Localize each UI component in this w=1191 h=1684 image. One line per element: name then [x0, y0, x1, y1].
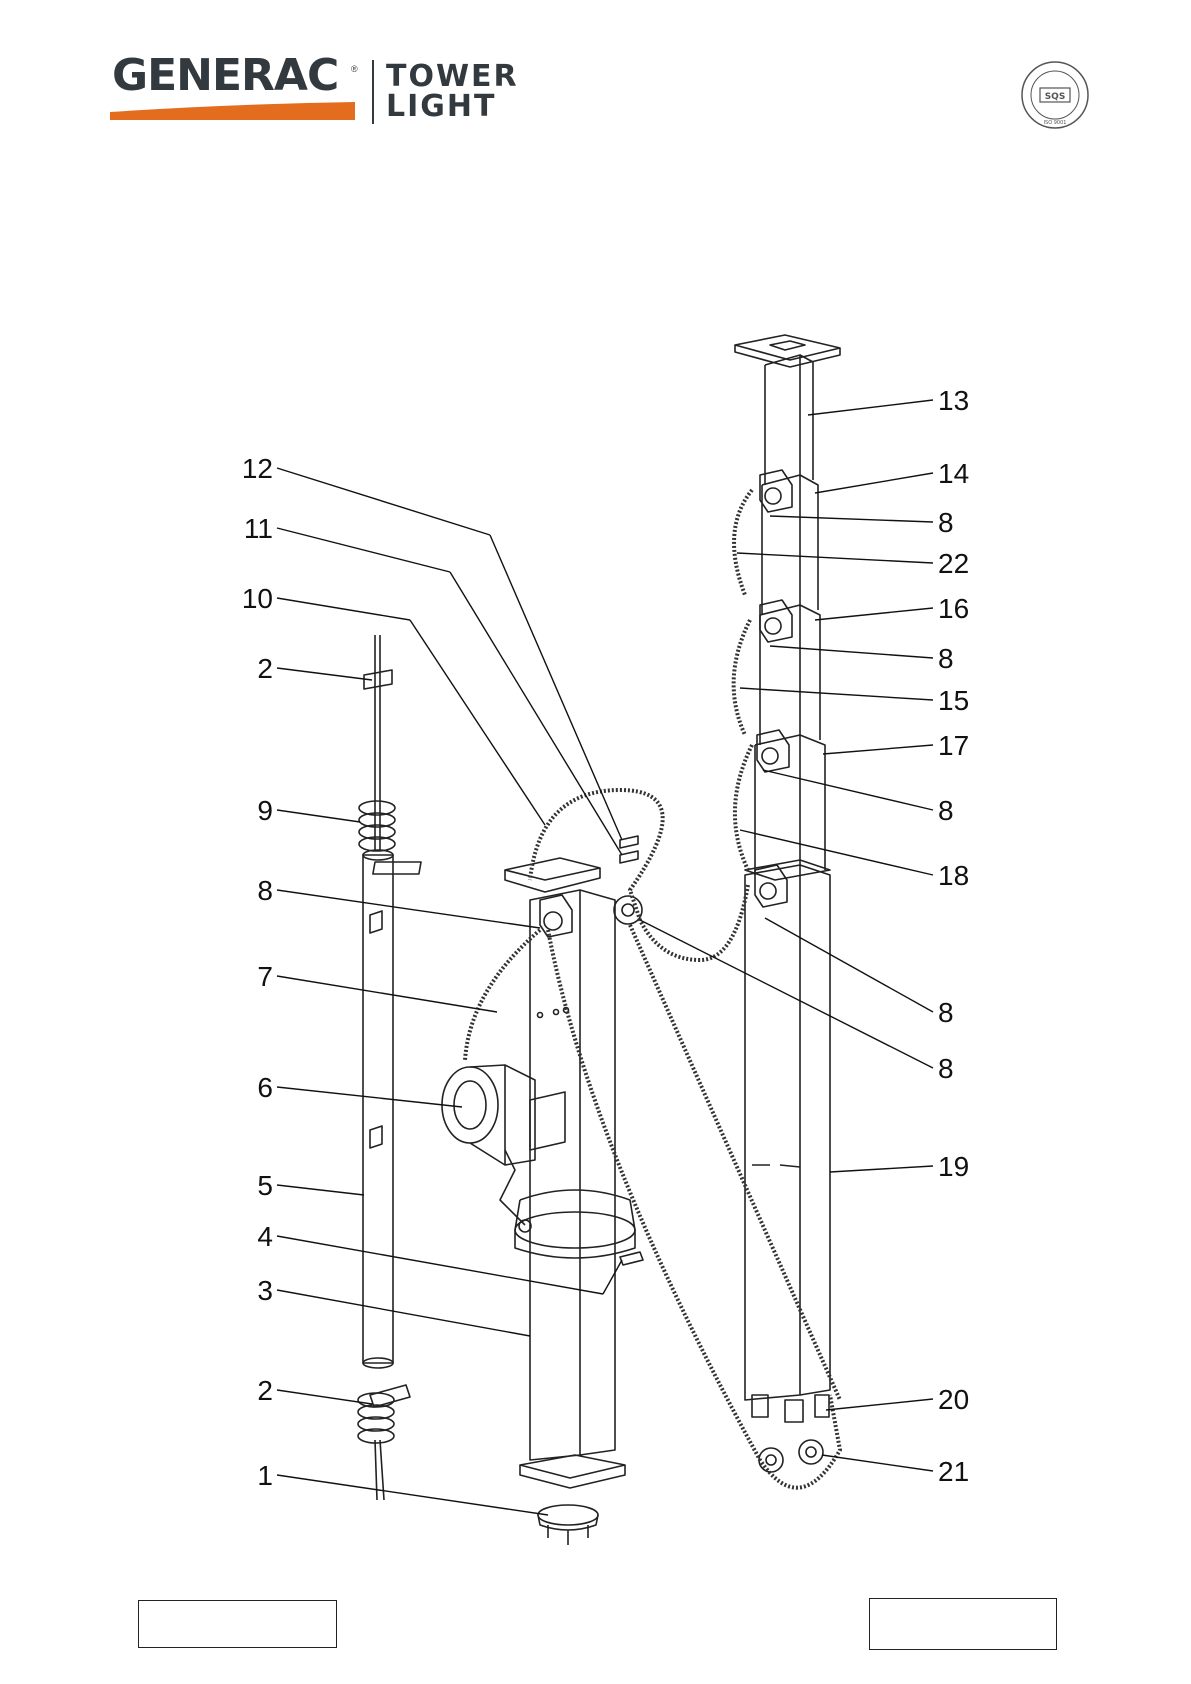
- callout-right-5: 8: [938, 643, 954, 674]
- callout-left-3: 2: [257, 653, 273, 684]
- callout-left-4: 9: [257, 795, 273, 826]
- callout-left-2: 10: [242, 583, 273, 614]
- callout-right-12: 19: [938, 1151, 969, 1182]
- callout-left-12: 1: [257, 1460, 273, 1491]
- telescopic-mast: [735, 335, 840, 1472]
- callout-right-3: 22: [938, 548, 969, 579]
- callout-left-10: 3: [257, 1275, 273, 1306]
- callout-left-7: 6: [257, 1072, 273, 1103]
- spiral-cable-assembly: [358, 635, 410, 1500]
- callout-right-13: 20: [938, 1384, 969, 1415]
- callout-right-1: 14: [938, 458, 969, 489]
- callout-right-2: 8: [938, 507, 954, 538]
- callout-right-9: 18: [938, 860, 969, 891]
- callout-right-0: 13: [938, 385, 969, 416]
- callout-left-8: 5: [257, 1170, 273, 1201]
- steel-cables: [465, 490, 840, 1488]
- callout-left-0: 12: [242, 453, 273, 484]
- callouts-right: 13 14 8 22 16 8 15 17 8 18 8 8 19 20 21: [938, 385, 969, 1487]
- callout-right-11: 8: [938, 1053, 954, 1084]
- callouts-left: 12 11 10 2 9 8 7 6 5 4 3 2 1: [242, 453, 273, 1491]
- leader-lines: [277, 400, 933, 1515]
- footer-box-left: [138, 1600, 337, 1648]
- callout-right-8: 8: [938, 795, 954, 826]
- winch-assembly: [442, 1065, 535, 1232]
- callout-right-10: 8: [938, 997, 954, 1028]
- callout-right-6: 15: [938, 685, 969, 716]
- callout-left-5: 8: [257, 875, 273, 906]
- footer-box-right: [869, 1598, 1057, 1650]
- callout-left-11: 2: [257, 1375, 273, 1406]
- callout-left-1: 11: [244, 513, 273, 544]
- callout-right-14: 21: [938, 1456, 969, 1487]
- callout-right-7: 17: [938, 730, 969, 761]
- callout-left-9: 4: [257, 1221, 273, 1252]
- callout-left-6: 7: [257, 961, 273, 992]
- callout-right-4: 16: [938, 593, 969, 624]
